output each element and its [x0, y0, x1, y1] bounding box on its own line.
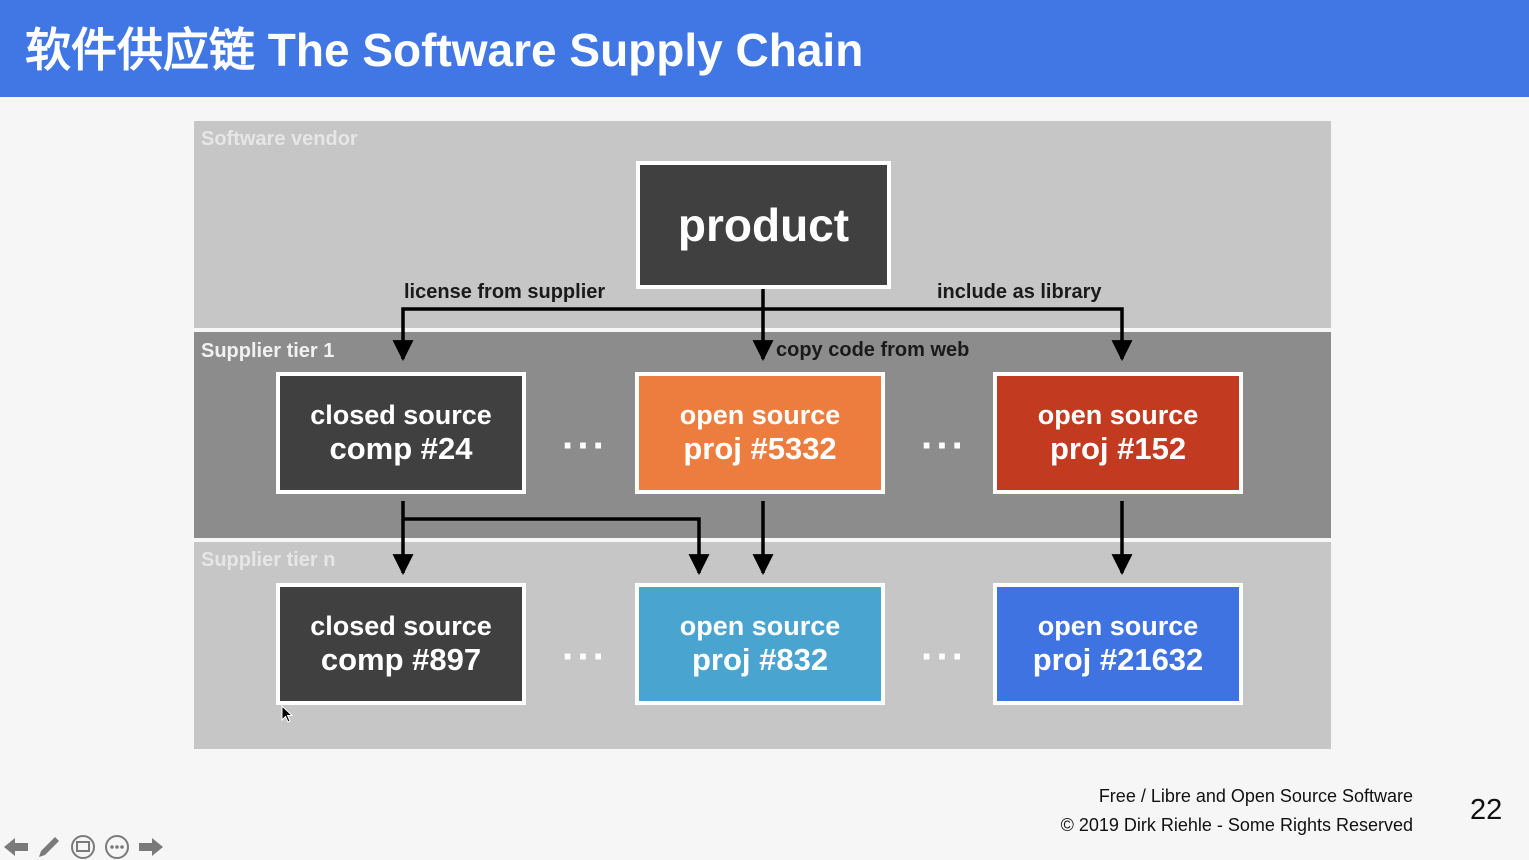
slideshow-controls [0, 830, 170, 860]
slide-title: 软件供应链 The Software Supply Chain [25, 24, 864, 76]
tier-label-tiern: Supplier tier n [201, 549, 336, 571]
node-line1: open source [679, 400, 841, 430]
arrow-product-to-comp24 [392, 307, 763, 362]
ellipsis: ··· [921, 635, 967, 679]
slides-icon[interactable] [70, 834, 96, 860]
ellipsis: ··· [562, 424, 608, 468]
node-line1: open source [1037, 400, 1199, 430]
tier-label-vendor: Software vendor [201, 128, 358, 150]
pen-icon[interactable] [36, 834, 62, 860]
title-bar: 软件供应链 The Software Supply Chain [0, 0, 1529, 97]
node-closed-comp-897: closed source comp #897 [276, 583, 526, 705]
node-line1: open source [1037, 611, 1199, 641]
edge-label-license: license from supplier [404, 281, 606, 303]
node-line1: closed source [310, 400, 492, 430]
product-box: product [636, 161, 891, 289]
node-line1: open source [679, 611, 841, 641]
node-line2: proj #152 [1049, 431, 1187, 466]
arrow-comp24-to-proj832 [403, 517, 710, 576]
edge-label-include: include as library [937, 281, 1102, 303]
page-number: 22 [1470, 794, 1503, 826]
node-line2: proj #5332 [683, 431, 837, 466]
node-line2: proj #21632 [1032, 642, 1204, 677]
node-open-proj-21632: open source proj #21632 [993, 583, 1243, 705]
node-line2: comp #24 [329, 431, 473, 466]
more-icon[interactable] [104, 834, 130, 860]
ellipsis: ··· [921, 424, 967, 468]
edge-label-copy: copy code from web [776, 339, 970, 361]
arrow-product-to-proj152 [763, 307, 1133, 362]
product-label: product [677, 199, 850, 251]
connector-arrows [392, 289, 1133, 576]
node-line1: closed source [310, 611, 492, 641]
footer-license-line: Free / Libre and Open Source Software [1098, 786, 1413, 806]
mouse-cursor-icon [281, 705, 294, 723]
footer-copyright-line: © 2019 Dirk Riehle - Some Rights Reserve… [1060, 815, 1413, 835]
ellipsis: ··· [562, 635, 608, 679]
arrow-right-icon[interactable] [138, 834, 164, 860]
supply-chain-diagram: Software vendor Supplier tier 1 Supplier… [194, 121, 1331, 749]
node-line2: proj #832 [691, 642, 829, 677]
node-line2: comp #897 [320, 642, 482, 677]
arrow-left-icon[interactable] [3, 834, 29, 860]
node-open-proj-832: open source proj #832 [635, 583, 885, 705]
node-open-proj-5332: open source proj #5332 [635, 372, 885, 494]
node-open-proj-152: open source proj #152 [993, 372, 1243, 494]
tier-label-tier1: Supplier tier 1 [201, 340, 335, 362]
node-closed-comp-24: closed source comp #24 [276, 372, 526, 494]
